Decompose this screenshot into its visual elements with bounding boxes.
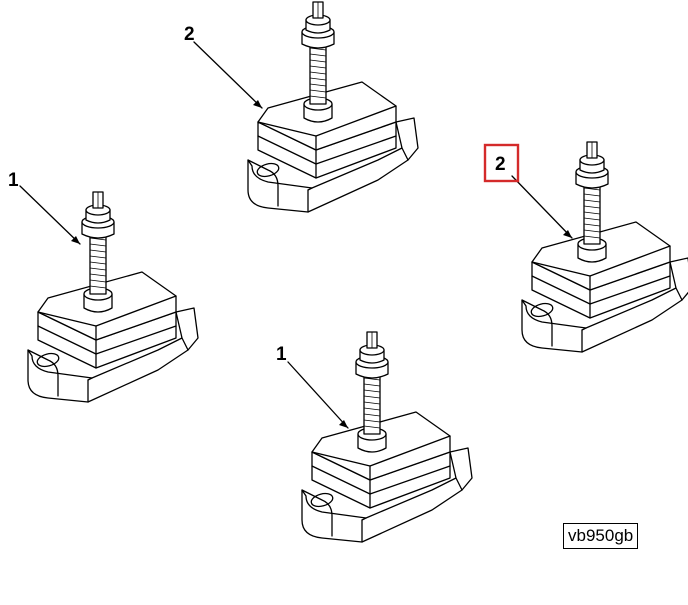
callout-1-bottom: 1 xyxy=(276,344,287,365)
callout-2-right: 2 xyxy=(495,154,506,175)
vibration-mount-right xyxy=(521,141,688,353)
vibration-mount-top xyxy=(247,1,419,213)
callout-highlight-box xyxy=(483,143,520,183)
leader-lines xyxy=(19,41,573,429)
vibration-mount-left xyxy=(27,191,199,403)
callout-1-left: 1 xyxy=(8,170,19,191)
vibration-mount-bottom xyxy=(301,331,473,543)
callout-2-top: 2 xyxy=(184,24,195,45)
figure-code-label: vb950gb xyxy=(563,523,639,549)
